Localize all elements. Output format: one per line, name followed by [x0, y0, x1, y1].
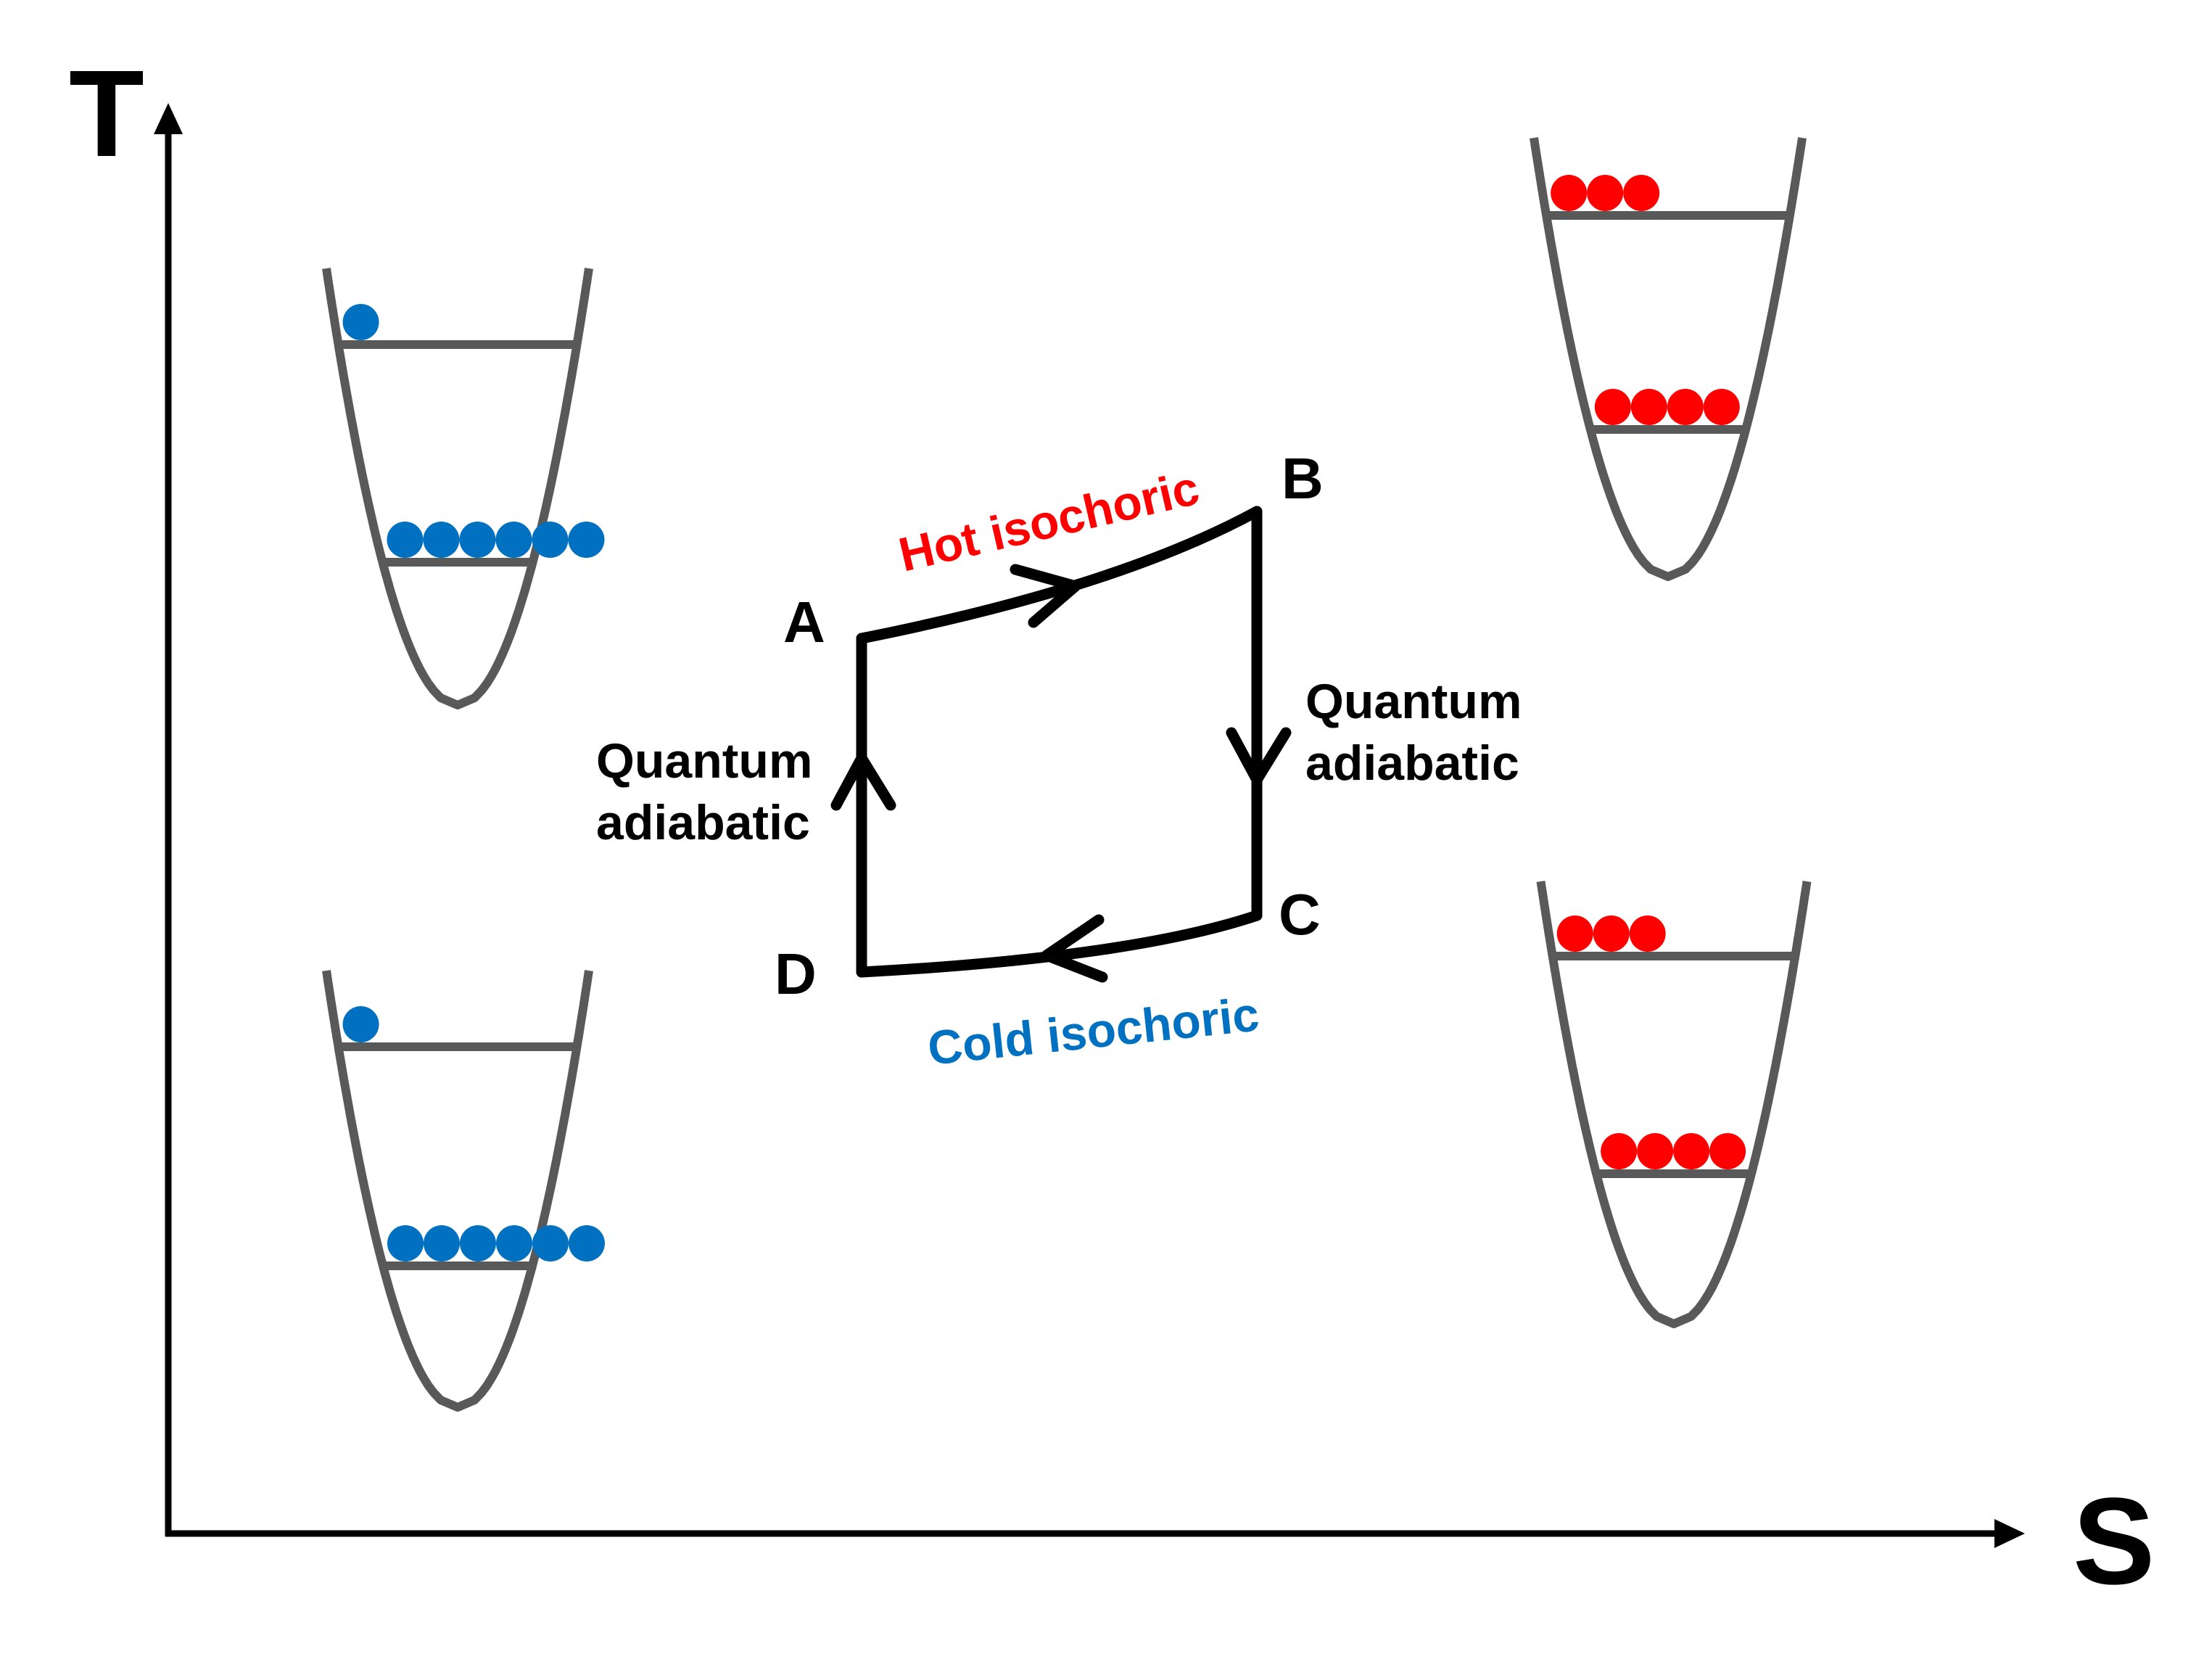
hot-arrowhead: [1010, 564, 1081, 628]
particle: [568, 522, 605, 558]
cycle: [830, 506, 1292, 983]
particle: [1556, 915, 1593, 952]
particle: [342, 304, 379, 340]
well-top-left: [322, 268, 605, 709]
particle: [1629, 915, 1666, 952]
s-axis-arrowhead: [1994, 1519, 2025, 1548]
particle: [1709, 1133, 1746, 1169]
particle: [568, 1225, 605, 1261]
hot-isochoric-label: Hot isochoric: [894, 461, 1205, 582]
particle: [1623, 175, 1660, 211]
particle: [495, 1225, 532, 1261]
particle: [532, 522, 569, 558]
well-curve: [322, 970, 593, 1412]
adiabatic-left-label-line2: adiabatic: [596, 795, 810, 850]
particle: [1587, 175, 1624, 211]
potential-wells: [322, 137, 1812, 1412]
axes: T S: [69, 45, 2155, 1610]
cold-isochoric-path: [856, 910, 1263, 978]
point-b-label: B: [1282, 446, 1324, 511]
well-curve: [1530, 137, 1807, 581]
left-arrowhead: [830, 752, 896, 811]
particle: [1593, 915, 1630, 952]
particle: [1703, 389, 1740, 425]
cold-arrowhead: [1041, 914, 1108, 983]
well-bottom-right: [1536, 881, 1812, 1328]
particle: [423, 1225, 460, 1261]
well-bottom-left: [322, 970, 605, 1412]
well-curve: [1536, 881, 1812, 1328]
right-arrowhead: [1226, 727, 1292, 786]
particle: [1594, 389, 1631, 425]
t-axis-arrowhead: [154, 103, 183, 134]
particle: [459, 1225, 496, 1261]
well-top-right: [1530, 137, 1807, 581]
s-axis-label: S: [2073, 1473, 2155, 1610]
particle: [1667, 389, 1704, 425]
particle: [1673, 1133, 1710, 1169]
adiabatic-right-label-line1: Quantum: [1305, 674, 1522, 729]
hot-isochoric-path: [856, 506, 1263, 644]
adiabatic-left-label-line1: Quantum: [596, 733, 812, 789]
cold-isochoric-label: Cold isochoric: [925, 987, 1262, 1075]
adiabatic-right-label-line2: adiabatic: [1305, 736, 1519, 791]
particle: [1630, 389, 1667, 425]
particle: [532, 1225, 569, 1261]
particle: [1551, 175, 1588, 211]
point-a-label: A: [783, 590, 825, 654]
particle: [1637, 1133, 1674, 1169]
particle: [387, 522, 424, 558]
particle: [342, 1006, 379, 1042]
point-c-label: C: [1279, 882, 1321, 947]
point-d-label: D: [775, 942, 817, 1006]
particle: [423, 522, 460, 558]
particle: [387, 1225, 424, 1261]
t-axis-label: T: [69, 45, 144, 183]
particle: [495, 522, 532, 558]
well-curve: [322, 268, 593, 709]
particle: [459, 522, 496, 558]
particle: [1601, 1133, 1638, 1169]
